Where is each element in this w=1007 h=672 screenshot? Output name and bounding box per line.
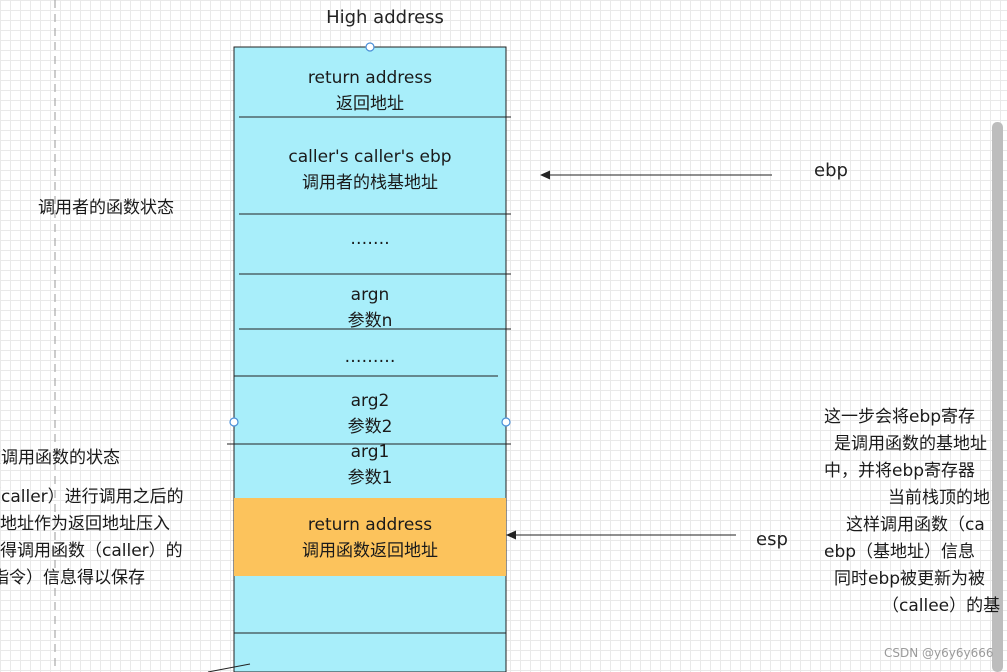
stack-cell-arg1: arg1 参数1 xyxy=(235,439,505,491)
stack-cell-callers-ebp: caller's caller's ebp 调用者的栈基地址 xyxy=(235,144,505,196)
cell-line1: caller's caller's ebp xyxy=(288,147,452,167)
ebp-arrow-head xyxy=(540,170,550,180)
vertical-scrollbar[interactable] xyxy=(992,122,1003,672)
left-note-line: 得调用函数（caller）的 xyxy=(0,541,183,561)
callee-state-note: 被调用函数的状态 xyxy=(0,448,120,468)
cell-line2: 返回地址 xyxy=(336,94,404,114)
right-notes: 这一步会将ebp寄存 是调用函数的基地址 中，并将ebp寄存器 当前栈顶的地 这… xyxy=(810,404,1007,620)
cell-line2: 参数1 xyxy=(347,468,393,488)
cell-line1: ……… xyxy=(344,347,396,367)
cell-line1: ……. xyxy=(350,229,390,249)
right-note-line: ebp（基地址）信息 xyxy=(824,542,976,562)
cell-line2: 调用函数返回地址 xyxy=(302,541,438,561)
selection-handle-left[interactable] xyxy=(229,417,239,427)
cell-line1: arg2 xyxy=(350,391,390,411)
right-note-line: 是调用函数的基地址 xyxy=(834,434,987,454)
esp-arrow-head xyxy=(506,530,516,540)
right-note-line: 这一步会将ebp寄存 xyxy=(824,407,976,427)
right-note-line: 当前栈顶的地 xyxy=(888,488,990,508)
ebp-label: ebp xyxy=(814,160,848,181)
cell-line1: return address xyxy=(307,68,433,88)
high-address-label: High address xyxy=(326,7,444,28)
stack-cell-ellipsis-2: ……… xyxy=(235,344,505,370)
left-note-line: （caller）进行调用之后的 xyxy=(0,487,184,507)
connector-line xyxy=(207,663,251,672)
cell-line1: argn xyxy=(350,285,390,305)
stack-cell-ellipsis: ……. xyxy=(235,226,505,252)
right-note-line: 这样调用函数（ca xyxy=(846,515,985,535)
stack-cell-caller-return-address: return address 调用函数返回地址 xyxy=(235,512,505,564)
cell-line2: 参数n xyxy=(347,311,393,331)
selection-handle-right[interactable] xyxy=(501,417,511,427)
stack-cell-arg2: arg2 参数2 xyxy=(235,388,505,440)
left-note-line: 地址作为返回地址压入 xyxy=(0,514,170,534)
esp-label: esp xyxy=(756,529,788,550)
watermark: CSDN @y6y6y666 xyxy=(884,646,994,660)
cell-line1: arg1 xyxy=(350,442,390,462)
cell-line2: 参数2 xyxy=(347,417,393,437)
right-note-line: 同时ebp被更新为被 xyxy=(834,569,986,589)
stack-cell-highlight[interactable] xyxy=(234,498,506,576)
right-note-line: 中，并将ebp寄存器 xyxy=(824,461,976,481)
stack-cell-argn: argn 参数n xyxy=(235,282,505,334)
selection-handle-top[interactable] xyxy=(365,42,375,52)
right-note-line: （callee）的基 xyxy=(882,596,1001,616)
cell-line1: return address xyxy=(307,515,433,535)
left-note-line: 指令）信息得以保存 xyxy=(0,568,145,588)
caller-state-label: 调用者的函数状态 xyxy=(38,198,174,218)
cell-line2: 调用者的栈基地址 xyxy=(302,173,438,193)
stack-cell-return-address: return address 返回地址 xyxy=(235,65,505,117)
